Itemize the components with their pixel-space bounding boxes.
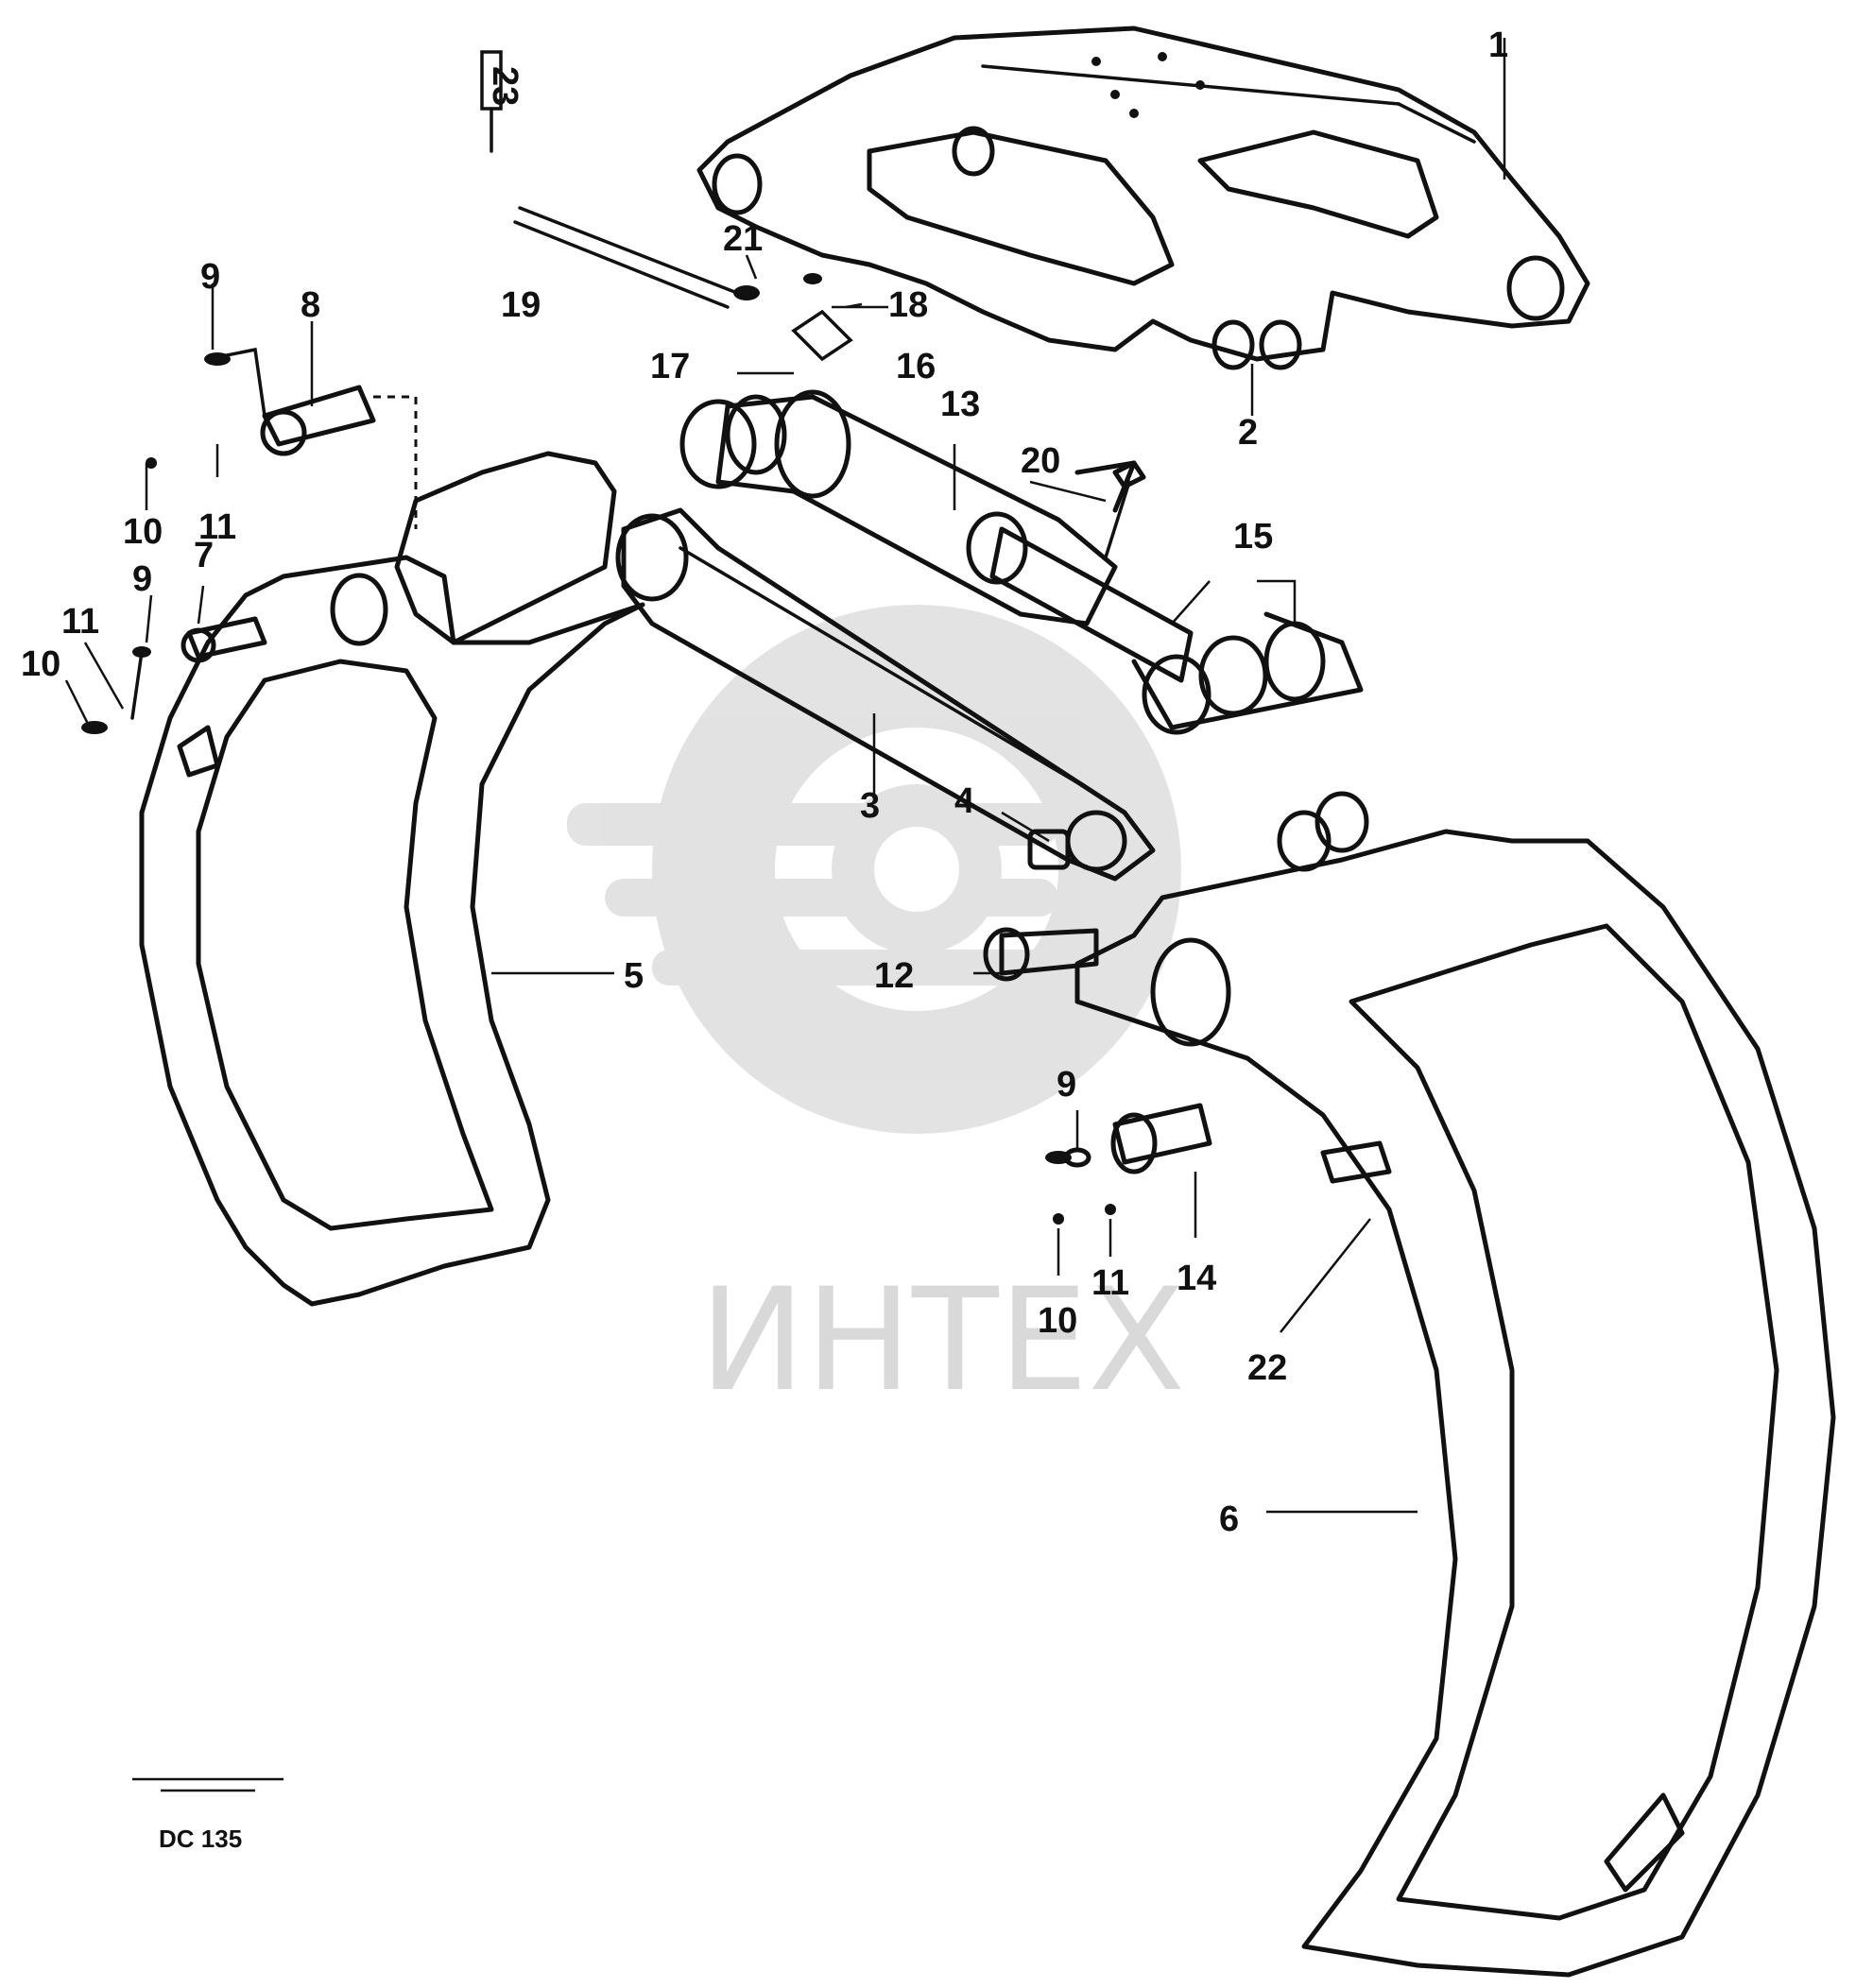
part-19-hose <box>513 206 739 309</box>
callout-21: 21 <box>723 219 763 259</box>
callout-1: 1 <box>1488 26 1508 65</box>
callout-16: 16 <box>896 347 936 386</box>
leader-lines <box>64 38 1506 1514</box>
drawing-code: DC 135 <box>159 1825 242 1853</box>
callout-4: 4 <box>954 781 974 821</box>
callout-15: 15 <box>1233 517 1273 557</box>
callout-23: 23 <box>485 66 524 106</box>
callout-11-bottom: 11 <box>1091 1263 1129 1303</box>
part-1-grapple-head <box>696 26 1590 370</box>
watermark-text: ИНТЕХ <box>699 1259 1185 1423</box>
callout-13: 13 <box>940 385 980 424</box>
callout-11-left: 11 <box>61 602 99 642</box>
callout-8: 8 <box>301 285 320 325</box>
callout-5: 5 <box>624 956 644 996</box>
part-12-pin <box>983 927 1099 982</box>
callout-10-top: 10 <box>123 512 163 552</box>
callout-17: 17 <box>650 347 690 386</box>
part-23-bolt <box>480 50 503 153</box>
callout-9-bottom: 9 <box>1057 1065 1076 1105</box>
callout-9-left: 9 <box>132 559 152 599</box>
part-13-hydraulic-cylinder <box>679 389 1364 735</box>
callout-14: 14 <box>1177 1259 1216 1298</box>
part-5-left-tine <box>139 451 645 1307</box>
part-7-pin-left <box>130 616 267 720</box>
callout-20: 20 <box>1021 441 1060 481</box>
callout-7: 7 <box>194 536 214 575</box>
small-fasteners <box>81 273 1072 1164</box>
callout-6: 6 <box>1219 1500 1239 1539</box>
callout-2: 2 <box>1238 413 1258 453</box>
callout-3: 3 <box>860 786 880 826</box>
callout-22: 22 <box>1247 1348 1287 1388</box>
part-14-bushing <box>1053 1103 1212 1225</box>
drawing-code-block: DC 135 <box>132 1777 284 1853</box>
part-20-bolt <box>1104 460 1146 559</box>
callout-19: 19 <box>501 285 541 325</box>
callout-labels: 1 2 3 4 5 6 7 8 9 9 9 10 10 10 11 11 11 … <box>21 26 1508 1539</box>
callout-11-top: 11 <box>198 507 236 547</box>
callout-10-left: 10 <box>21 644 60 684</box>
callout-18: 18 <box>888 285 928 325</box>
callout-9-top: 9 <box>200 257 220 297</box>
callout-10-bottom: 10 <box>1038 1301 1077 1341</box>
part-6-right-tine <box>1074 791 1836 1978</box>
callout-12: 12 <box>874 956 914 996</box>
